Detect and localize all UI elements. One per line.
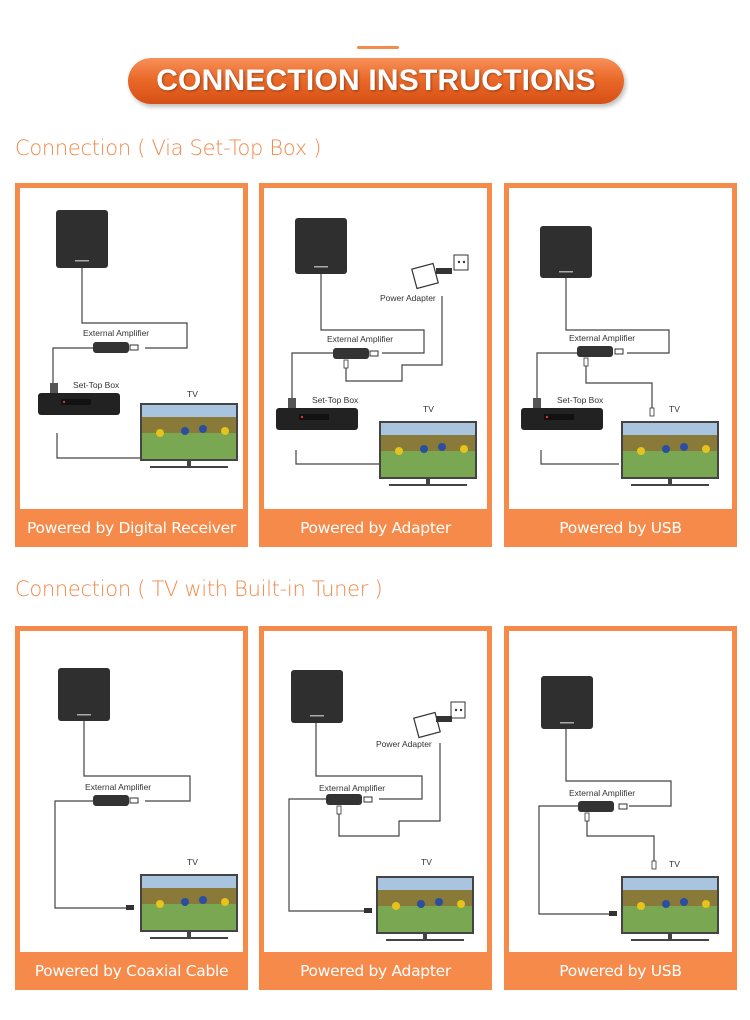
cables xyxy=(52,268,188,459)
set-top-box-icon xyxy=(276,398,358,430)
tv-icon xyxy=(140,874,238,939)
usb-plug-icon xyxy=(649,407,655,417)
adapter-label: Power Adapter xyxy=(376,739,432,749)
panel-caption: Powered by Adapter xyxy=(300,962,451,980)
section-title-built-in-tuner: Connection ( TV with Built-in Tuner ) xyxy=(15,577,383,601)
connection-diagram: External Amplifier TV xyxy=(54,668,238,939)
amplifier-label: External Amplifier xyxy=(319,783,385,793)
set-top-box-icon xyxy=(38,383,120,415)
title-banner: CONNECTION INSTRUCTIONS xyxy=(128,58,624,104)
cables xyxy=(536,274,670,465)
section-title-set-top-box: Connection ( Via Set-Top Box ) xyxy=(15,136,322,160)
power-adapter-icon xyxy=(411,254,469,290)
antenna-icon xyxy=(541,676,593,729)
antenna-icon xyxy=(540,226,592,278)
stb-label: Set-Top Box xyxy=(557,395,604,405)
connection-diagram: External Amplifier Set-Top Box TV xyxy=(38,210,238,468)
cables xyxy=(288,723,441,912)
cables xyxy=(54,721,191,909)
tv-icon xyxy=(376,876,474,941)
panel-tuner-usb: External Amplifier TV Powered by USB xyxy=(504,626,737,990)
diagram-area: External Amplifier TV xyxy=(509,631,732,952)
tv-label: TV xyxy=(423,404,434,414)
amplifier-icon xyxy=(577,346,624,367)
amplifier-icon xyxy=(333,348,379,369)
amplifier-label: External Amplifier xyxy=(327,334,393,344)
amplifier-icon xyxy=(93,795,139,806)
panel-stb-usb: External Amplifier Set-Top Box TV Powere… xyxy=(504,183,737,547)
header-accent-line xyxy=(357,46,399,49)
stb-label: Set-Top Box xyxy=(312,395,359,405)
tv-label: TV xyxy=(187,857,198,867)
connection-diagram: Power Adapter External Amplifier Set-Top… xyxy=(276,218,477,486)
connection-diagram: Power Adapter External Amplifier TV xyxy=(288,670,474,941)
panel-tuner-coaxial: External Amplifier TV Powered by Coaxial… xyxy=(15,626,248,990)
stb-label: Set-Top Box xyxy=(73,380,120,390)
connection-diagram: External Amplifier Set-Top Box TV xyxy=(521,226,719,486)
page-title: CONNECTION INSTRUCTIONS xyxy=(156,64,596,97)
tv-label: TV xyxy=(421,857,432,867)
cables xyxy=(291,274,443,465)
tv-icon xyxy=(140,403,238,468)
panel-caption: Powered by Adapter xyxy=(300,519,451,537)
panel-caption: Powered by Coaxial Cable xyxy=(34,962,229,980)
diagram-area: External Amplifier Set-Top Box TV xyxy=(509,188,732,509)
diagram-area: Power Adapter External Amplifier Set-Top… xyxy=(264,188,487,509)
adapter-label: Power Adapter xyxy=(380,293,436,303)
panel-tuner-adapter: Power Adapter External Amplifier TV Powe… xyxy=(259,626,492,990)
antenna-icon xyxy=(291,670,343,723)
connection-diagram: External Amplifier TV xyxy=(538,676,719,941)
coax-connector-icon xyxy=(126,905,134,910)
amplifier-icon xyxy=(578,801,628,822)
panel-caption: Powered by USB xyxy=(559,962,682,980)
diagram-area: Power Adapter External Amplifier TV xyxy=(264,631,487,952)
panel-caption: Powered by Digital Receiver xyxy=(27,519,236,537)
usb-plug-icon xyxy=(651,860,657,870)
amplifier-icon xyxy=(93,342,139,353)
amplifier-label: External Amplifier xyxy=(569,788,635,798)
panel-stb-adapter: Power Adapter External Amplifier Set-Top… xyxy=(259,183,492,547)
coax-connector-icon xyxy=(609,911,617,916)
panel-stb-digital-receiver: External Amplifier Set-Top Box TV Powere… xyxy=(15,183,248,547)
panel-caption: Powered by USB xyxy=(559,519,682,537)
tv-label: TV xyxy=(669,859,680,869)
antenna-icon xyxy=(58,668,110,721)
tv-icon xyxy=(379,421,477,486)
tv-icon xyxy=(621,421,719,486)
tv-icon xyxy=(621,876,719,941)
antenna-icon xyxy=(56,210,108,268)
power-adapter-icon xyxy=(413,701,466,739)
diagram-area: External Amplifier Set-Top Box TV xyxy=(20,188,243,509)
set-top-box-icon xyxy=(521,398,603,430)
antenna-icon xyxy=(295,218,347,274)
amplifier-label: External Amplifier xyxy=(569,333,635,343)
diagram-area: External Amplifier TV xyxy=(20,631,243,952)
coax-connector-icon xyxy=(364,908,372,913)
amplifier-label: External Amplifier xyxy=(85,782,151,792)
tv-label: TV xyxy=(187,389,198,399)
tv-label: TV xyxy=(669,404,680,414)
amplifier-icon xyxy=(326,794,373,815)
amplifier-label: External Amplifier xyxy=(83,328,149,338)
cables xyxy=(538,729,672,915)
